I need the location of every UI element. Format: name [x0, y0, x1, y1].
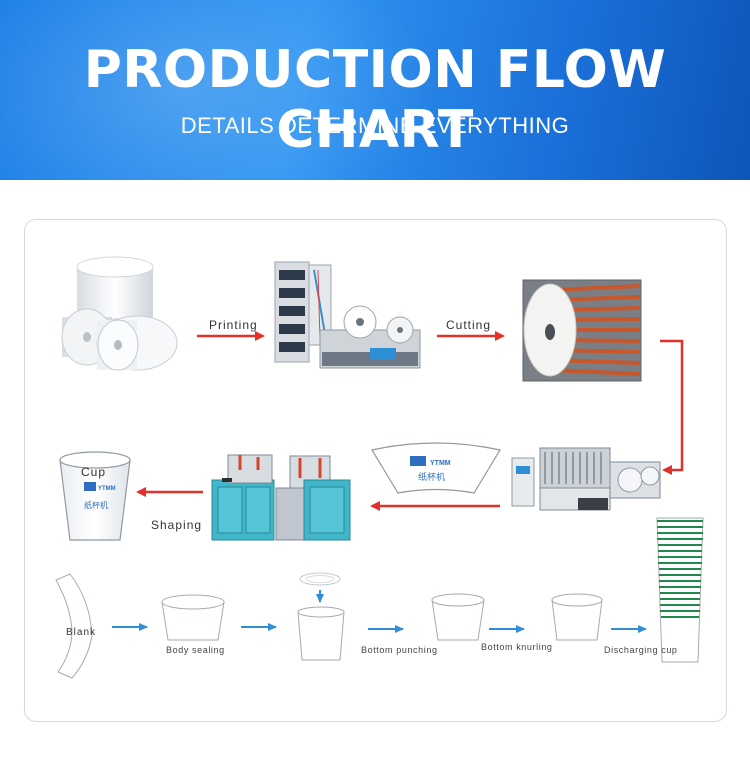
process-body-sealing-icon	[161, 594, 225, 641]
paper-cup-icon: YTMM 纸杯机	[59, 451, 131, 541]
svg-text:YTMM: YTMM	[430, 460, 451, 467]
process-bottom-knurling-icon	[431, 593, 485, 641]
blank-label: Blank	[66, 627, 97, 638]
header-banner: PRODUCTION FLOW CHART DETAILS DETERMINE …	[0, 0, 750, 180]
blank-brand-text: 纸杯机	[418, 471, 445, 483]
paper-rolls-icon	[61, 256, 178, 371]
cup-forming-machine-icon	[211, 454, 351, 541]
process-blank-icon	[55, 573, 93, 679]
cup-stack-icon	[656, 517, 704, 663]
cup-brand-text: 纸杯机	[84, 500, 108, 510]
printed-roll-icon	[522, 279, 642, 382]
cup-blank-icon: YTMM 纸杯机	[371, 442, 501, 494]
process-discharging-cup-icon	[551, 593, 603, 641]
printing-machine-icon	[274, 261, 421, 369]
body-sealing-label: Body sealing	[166, 645, 225, 655]
shaping-label: Shaping	[151, 518, 203, 532]
page-subtitle: DETAILS DETERMINE EVERYTHING	[180, 113, 570, 138]
page-title: PRODUCTION FLOW CHART	[83, 40, 667, 160]
printing-label: Printing	[209, 318, 258, 332]
bottom-punching-label: Bottom punching	[361, 645, 438, 655]
discharging-cup-label: Discharging cup	[604, 645, 678, 655]
die-cutting-machine-icon	[511, 447, 661, 511]
cutting-label: Cutting	[446, 318, 492, 332]
cup-label: Cup	[81, 465, 107, 479]
svg-text:YTMM: YTMM	[98, 486, 116, 492]
process-bottom-punching-icon	[297, 572, 345, 661]
bottom-knurling-label: Bottom knurling	[481, 642, 553, 652]
